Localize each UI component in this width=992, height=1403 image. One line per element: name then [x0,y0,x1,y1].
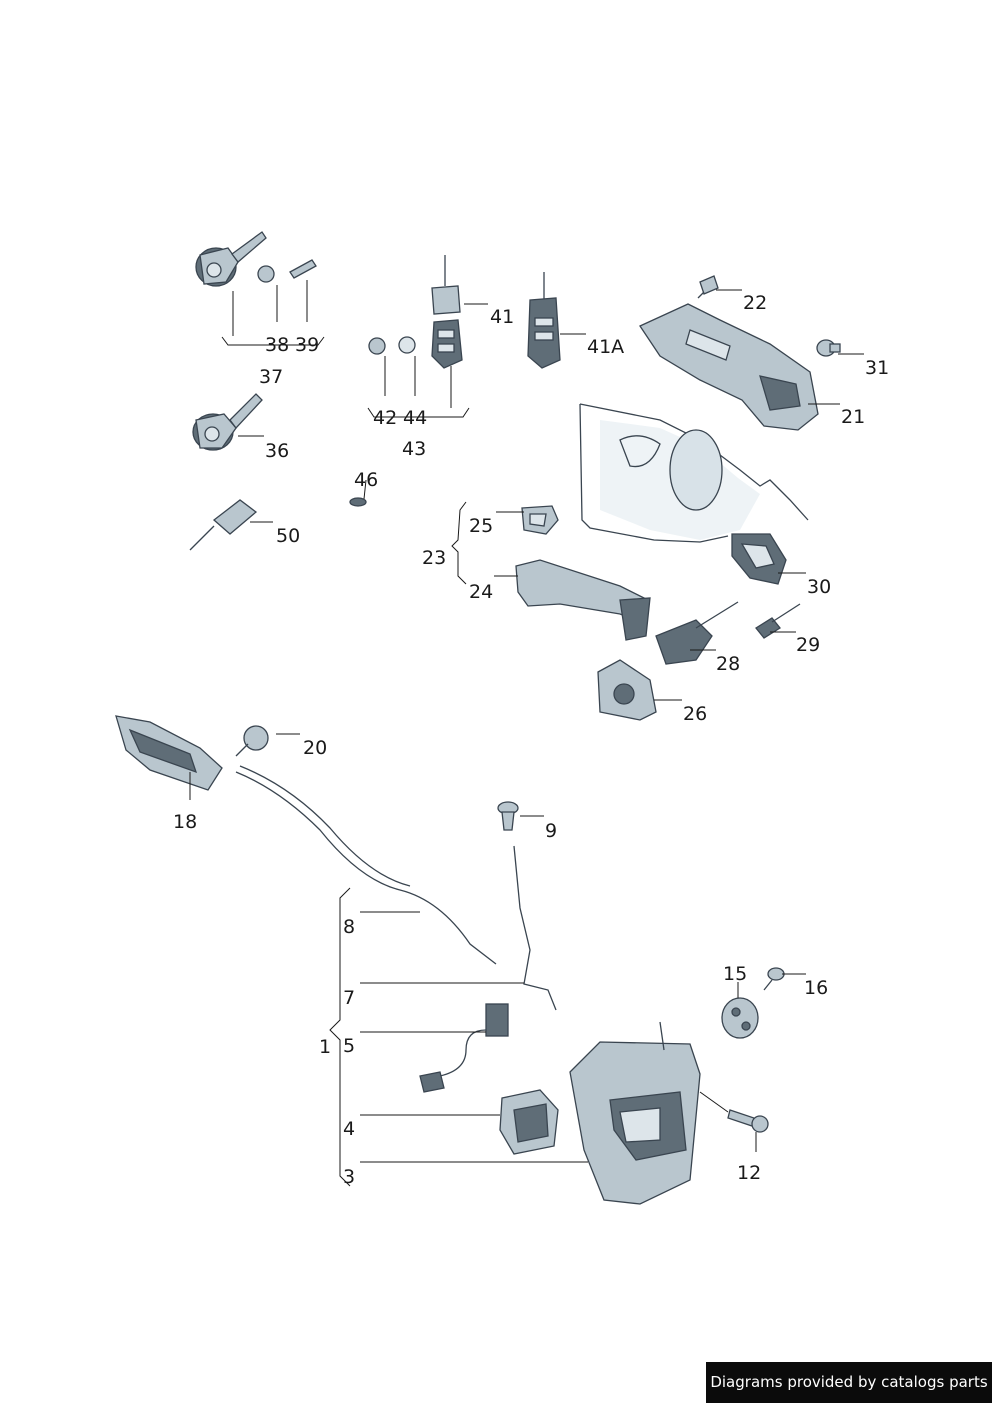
cover-part-26-drawing [597,659,657,721]
label-9: 9 [545,820,557,842]
cover-part-15-drawing [721,997,759,1039]
label-1: 1 [319,1036,331,1058]
label-26: 26 [683,703,707,725]
label-23: 23 [422,547,446,569]
label-24: 24 [469,581,493,603]
label-30: 30 [807,576,831,598]
screw-part-12-drawing [727,1109,769,1133]
screw-part-16-drawing [763,967,785,991]
label-16: 16 [804,977,828,999]
handle-part-24-drawing [515,559,651,641]
label-50: 50 [276,525,300,547]
label-18: 18 [173,811,197,833]
cable-part-8-drawing [235,765,497,965]
label-12: 12 [737,1162,761,1184]
gasket-part-30-drawing [731,533,787,585]
screw-part-9-drawing [497,801,519,831]
label-29: 29 [796,634,820,656]
label-4: 4 [343,1118,355,1140]
remote-key-part-43-drawing [431,255,463,369]
key-part-37-drawing [195,231,267,287]
label-39: 39 [295,334,319,356]
credit-banner: Diagrams provided by catalogs parts [706,1362,992,1403]
rod-part-7-drawing [513,845,557,1011]
label-20: 20 [303,737,327,759]
label-38: 38 [265,334,289,356]
lock-cylinder-part-28-drawing [655,601,739,665]
label-7: 7 [343,987,355,1009]
door-lock-part-3-drawing [569,1021,701,1205]
screw-part-31-drawing [816,339,841,357]
key-blade-part-29-drawing [755,603,801,639]
label-46: 46 [354,469,378,491]
microswitch-part-5-drawing [419,1003,509,1093]
screw-part-22-drawing [697,275,719,299]
label-3: 3 [343,1166,355,1188]
label-31: 31 [865,357,889,379]
label-22: 22 [743,292,767,314]
housing-part-4-drawing [499,1089,559,1155]
label-37: 37 [259,366,283,388]
cap-part-42-drawing [368,337,386,355]
label-25: 25 [469,515,493,537]
label-5: 5 [343,1035,355,1057]
label-42: 42 [373,407,397,429]
label-41a: 41A [587,336,624,358]
door-panel-drawing [579,403,809,543]
label-36: 36 [265,440,289,462]
pin-part-39-drawing [289,259,317,279]
label-41: 41 [490,306,514,328]
cap-part-38-drawing [257,265,275,283]
label-15: 15 [723,963,747,985]
label-44: 44 [403,407,427,429]
remote-key-part-41a-drawing [527,272,561,369]
tag-part-50-drawing [189,499,258,551]
screw-part-20-drawing [235,725,269,757]
label-28: 28 [716,653,740,675]
gasket-part-25-drawing [521,505,559,535]
emblem-part-44-drawing [398,336,416,354]
key-part-36-drawing [192,393,263,451]
label-43: 43 [402,438,426,460]
washer-part-46-drawing [349,497,367,507]
inner-handle-part-18-drawing [115,715,223,791]
label-21: 21 [841,406,865,428]
bracket-part-21-drawing [639,303,819,431]
label-8: 8 [343,916,355,938]
